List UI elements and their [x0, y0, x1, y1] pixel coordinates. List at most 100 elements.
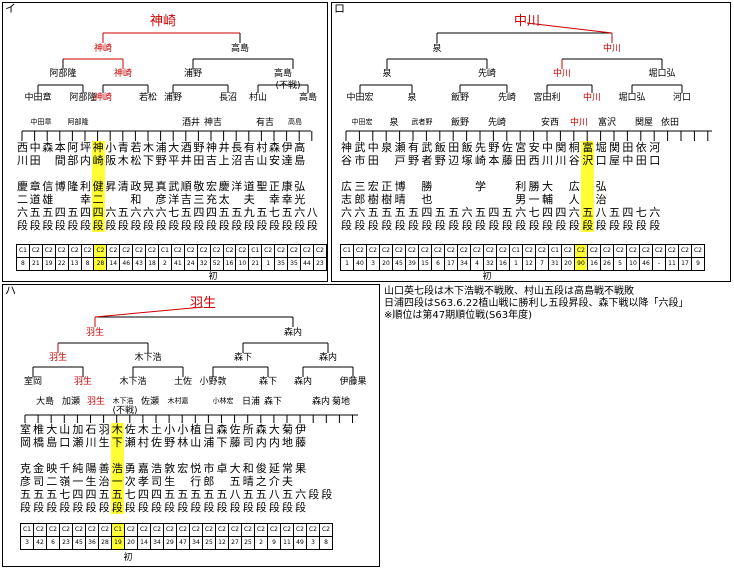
- player-given-char: 金: [33, 462, 45, 475]
- player-dan-char: 段: [394, 219, 406, 232]
- player-column: 武者 勝也四段: [420, 141, 433, 232]
- player-dan-char: 段: [282, 501, 293, 514]
- player-column: 八段: [306, 141, 319, 232]
- column-gap: [353, 167, 366, 180]
- player-column: 本間 博 四段: [54, 141, 67, 232]
- bracket-lines-ro: [345, 22, 712, 141]
- rank-cell: 7: [535, 257, 549, 271]
- player-family-char: 内: [255, 436, 267, 449]
- player-dan-char: 六: [155, 206, 167, 219]
- player-column: 小阪 昇 六段: [104, 141, 117, 232]
- player-dan-char: 段: [528, 219, 540, 232]
- bracket-lines-i: [21, 32, 313, 141]
- player-family-char: 西: [528, 154, 540, 167]
- player-dan-char: 四: [488, 206, 500, 219]
- bracket-name-r32-5: 浦野: [163, 93, 183, 103]
- player-family-char: 石: [85, 423, 97, 436]
- class-cell: C2: [119, 244, 134, 258]
- player-family-char: 加: [72, 423, 84, 436]
- player-column: 堀口 弘治八段: [595, 141, 608, 232]
- player-given-char: 和: [130, 193, 142, 206]
- player-given-char: 勝: [528, 180, 540, 193]
- bracket-name-r32-4: 若松: [138, 93, 158, 103]
- player-column: 小林 宏 五段: [176, 423, 189, 514]
- rank-cell: 41: [170, 257, 185, 271]
- player-column: 有吉 道夫九段: [243, 141, 256, 232]
- class-cell: C2: [228, 523, 242, 537]
- player-family-char: 田: [367, 154, 379, 167]
- player-dan-char: 五: [501, 206, 513, 219]
- player-dan-char: 四: [151, 488, 162, 501]
- player-given-char: [307, 475, 320, 488]
- player-column: 佐瀬 勇次七段: [124, 423, 137, 514]
- player-family-char: 田: [635, 154, 647, 167]
- rank-cell: 14: [106, 257, 121, 271]
- player-given-char: 次: [124, 475, 136, 488]
- class-cell: C2: [72, 523, 86, 537]
- player-family-char: 藤: [229, 436, 241, 449]
- bracket-line: [526, 22, 613, 34]
- column-gap: [137, 449, 150, 462]
- player-given-char: 善: [98, 462, 110, 475]
- player-family-char: 塚: [461, 154, 473, 167]
- player-given-char: 真: [155, 180, 167, 193]
- player-column: 木下 浩一五段: [110, 423, 124, 514]
- player-family-char: 藤: [295, 436, 307, 449]
- player-dan-char: 五: [582, 206, 594, 219]
- rank-cell: 15: [418, 257, 432, 271]
- rank-cell: 6: [431, 257, 445, 271]
- player-family-char: 島: [294, 154, 306, 167]
- player-given-char: 武: [168, 180, 180, 193]
- player-family-char: 本: [488, 154, 500, 167]
- column-gap: [514, 167, 527, 180]
- rank-cell: 19: [41, 257, 56, 271]
- player-column: 泉 正樹五段: [380, 141, 393, 232]
- player-dan-char: 五: [67, 206, 79, 219]
- player-given-char: 光: [294, 193, 306, 206]
- column-gap: [608, 167, 621, 180]
- player-family-char: 内: [80, 154, 91, 167]
- bracket-name-q-2: 先崎: [477, 69, 497, 79]
- class-cell: C2: [691, 244, 705, 258]
- player-given-char: 常: [282, 462, 293, 475]
- player-dan-char: 四: [622, 206, 634, 219]
- player-given-char: 広: [568, 180, 580, 193]
- player-dan-char: 五: [394, 206, 406, 219]
- player-family-char: 森: [42, 141, 54, 154]
- player-family-char: 佐: [501, 141, 513, 154]
- class-cell: C2: [306, 523, 320, 537]
- player-given-char: 慶: [218, 180, 230, 193]
- player-dan-char: 五: [475, 206, 486, 219]
- player-family-char: 桐: [568, 141, 580, 154]
- player-given-char: [554, 193, 567, 206]
- player-given-char: 聖: [256, 180, 268, 193]
- class-cell: C2: [235, 244, 250, 258]
- player-dan-char: 五: [231, 206, 243, 219]
- bracket-name-r32-10: 森内: [311, 397, 331, 407]
- player-dan-char: 段: [151, 501, 162, 514]
- player-dan-char: 段: [203, 501, 215, 514]
- player-given-char: 嶺: [59, 475, 71, 488]
- player-family-char: 阪: [105, 154, 117, 167]
- bracket-name-r16-2: 羽生: [73, 377, 93, 387]
- player-family-char: 井: [218, 141, 230, 154]
- player-given-char: [216, 475, 229, 488]
- rank-cell: 17: [444, 257, 458, 271]
- player-family-char: 川: [542, 154, 553, 167]
- player-given-char: [461, 193, 474, 206]
- rank-cell: 14: [137, 536, 151, 550]
- player-family-char: 田: [622, 141, 634, 154]
- column-gap: [216, 449, 229, 462]
- player-dan-char: 段: [155, 219, 167, 232]
- player-family-char: 室: [20, 423, 31, 436]
- column-gap: [155, 167, 168, 180]
- player-family-char: 瀬: [124, 436, 136, 449]
- column-gap: [541, 167, 554, 180]
- class-cell: C2: [196, 244, 211, 258]
- player-family-char: 植: [190, 423, 202, 436]
- player-given-char: 二: [46, 475, 58, 488]
- player-family-char: 山: [256, 154, 268, 167]
- column-gap: [176, 449, 189, 462]
- player-dan-char: 段: [461, 219, 473, 232]
